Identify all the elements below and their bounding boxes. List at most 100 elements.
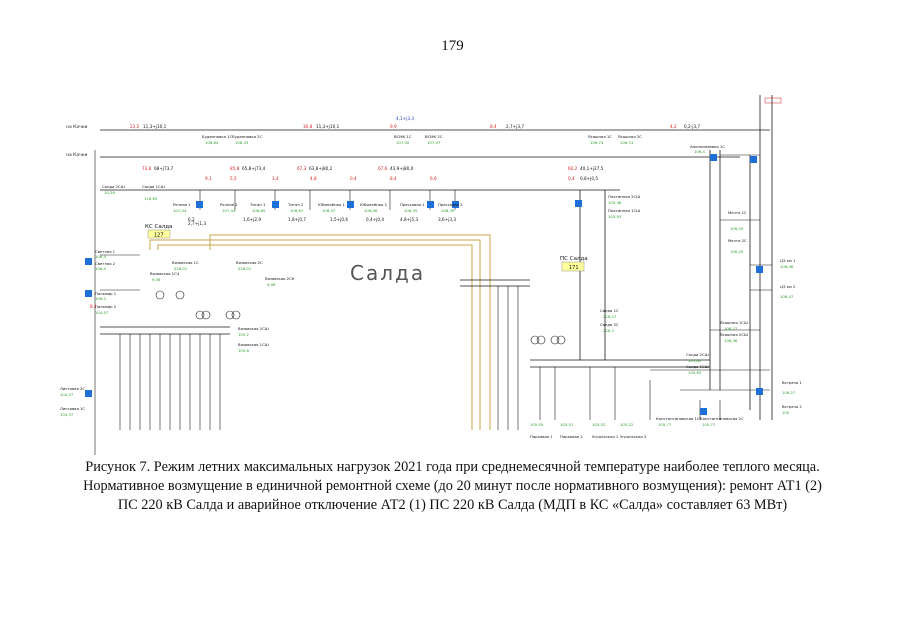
top-lines bbox=[100, 129, 770, 191]
ss-name: Парковая 1 bbox=[530, 434, 553, 439]
flow-a: 73,8 bbox=[142, 166, 152, 171]
flow-b: 43,9+j80,0 bbox=[390, 166, 414, 171]
ss-voltage: 107,00 bbox=[396, 140, 410, 145]
ks-salda-box: КС Салда 127 bbox=[145, 224, 172, 239]
ks-value: 127 bbox=[154, 233, 164, 239]
ss-name: ЦЗ км 1 bbox=[780, 258, 796, 263]
ss-voltage: 226,2 bbox=[603, 328, 614, 333]
ss-name: Встреча 2 bbox=[782, 404, 802, 409]
flow-b: 4,8+j5,3 bbox=[400, 217, 418, 222]
flow-a: 60,2 bbox=[568, 166, 578, 171]
ss-voltage: 106,45 bbox=[730, 226, 744, 231]
ss-voltage: 106,06 bbox=[364, 208, 378, 213]
ss-voltage: 105,2 bbox=[238, 332, 249, 337]
ss-voltage: 106,46 bbox=[780, 264, 794, 269]
ss-name: Аполлинаевка 1С bbox=[690, 144, 725, 149]
ss-voltage: 105,8 bbox=[238, 348, 249, 353]
flow-b: 2,7+j1,3 bbox=[188, 221, 206, 226]
ss-voltage: 106,27 bbox=[724, 326, 738, 331]
flow-b: 11,3+j10,1 bbox=[316, 124, 340, 129]
flow-b: 4,1+j3,3 bbox=[396, 116, 414, 121]
flow-a: 67,6 bbox=[378, 166, 388, 171]
ss-voltage: 104,37 bbox=[60, 412, 74, 417]
ss-voltage: 105,38 bbox=[608, 200, 622, 205]
line-label-top-2: на Качки bbox=[66, 152, 87, 158]
transformer-symbols bbox=[155, 290, 566, 345]
flow-b: 68+j73,7 bbox=[154, 166, 174, 171]
ss-name: Салда 1СШ bbox=[142, 184, 165, 189]
feeders-bottom-left bbox=[94, 150, 221, 455]
right-trunk bbox=[709, 95, 773, 420]
ss-voltage: 106,4 bbox=[95, 296, 106, 301]
ss-name: Буденновка 2С bbox=[232, 134, 263, 139]
ss-voltage: 226,01 bbox=[238, 266, 252, 271]
ss-name: Вязовская 1С bbox=[172, 260, 199, 265]
flow-a: 85,8 bbox=[230, 166, 240, 171]
ss-voltage: 106,45 bbox=[730, 249, 744, 254]
ss-name: ВСМК 1С bbox=[394, 134, 412, 139]
ss-name: Вязовская 2С bbox=[236, 260, 263, 265]
ss-voltage: 105,51 bbox=[560, 422, 574, 427]
flow-a: 8,4 bbox=[490, 124, 497, 129]
ss-voltage: 104,37 bbox=[60, 392, 74, 397]
ss-name: Плотинная 1СШ bbox=[608, 208, 640, 213]
ss-name: Салда 1СШ bbox=[686, 364, 709, 369]
ss-voltage: 106,4 bbox=[694, 149, 705, 154]
ss-voltage: 106,4 bbox=[95, 266, 106, 271]
flow-a: 23,5 bbox=[130, 124, 140, 129]
ss-voltage: 107,07 bbox=[427, 140, 441, 145]
flow-a: 8,4 bbox=[390, 176, 397, 181]
ss-name: Встреча 1 bbox=[782, 380, 802, 385]
ss-name: Салда 2СШ bbox=[102, 184, 125, 189]
ss-name: Юбилейная 2 bbox=[360, 202, 387, 207]
ss-name: Вязовская 2СК bbox=[265, 276, 295, 281]
flow-a: 6,6 bbox=[430, 176, 437, 181]
flow-a: 0,4 bbox=[568, 176, 575, 181]
ss-name: Угрольская 1 bbox=[592, 434, 619, 439]
flow-b: 0,4+j0,4 bbox=[366, 217, 384, 222]
flow-labels: 23,5 11,3+j10,1 30,8 11,3+j10,1 9,9 4,1+… bbox=[90, 116, 700, 309]
flow-a: 30,8 bbox=[303, 124, 313, 129]
ss-voltage: 105,63 bbox=[688, 370, 702, 375]
flow-a: 3,4 bbox=[272, 176, 279, 181]
ss-name: Прессовая 2 bbox=[438, 202, 463, 207]
flow-b: 65,8+j73,4 bbox=[242, 166, 266, 171]
ss-voltage: 106,47 bbox=[322, 208, 336, 213]
ss-name: Вязовская 1С4 bbox=[150, 271, 180, 276]
flow-a: 0,4 bbox=[350, 176, 357, 181]
ss-voltage: 106,74 bbox=[590, 140, 604, 145]
ss-name: Салда 1С bbox=[600, 308, 619, 313]
caption-line-1: Рисунок 7. Режим летних максимальных наг… bbox=[85, 459, 820, 475]
feeders-bottom-middle bbox=[497, 286, 721, 430]
caption-line-3: ПС 220 кВ Салда и аварийное отключение А… bbox=[117, 497, 788, 513]
ss-name: Речная 2 bbox=[220, 202, 238, 207]
ss-name: Буденновка 1С bbox=[202, 134, 233, 139]
ss-name: Вязовская 1СШ bbox=[238, 342, 269, 347]
ss-name: Мечта 2С bbox=[728, 238, 747, 243]
ss-name: ЦЗ км 2 bbox=[780, 284, 796, 289]
page-number: 179 bbox=[441, 38, 464, 54]
ss-name: Константиновская 2С bbox=[700, 416, 744, 421]
ss-name: Листовая 1С bbox=[60, 406, 85, 411]
ps-salda-box: ПС Салда 171 bbox=[560, 256, 588, 272]
ss-name: Юбилейная 1 bbox=[318, 202, 345, 207]
substation-markers bbox=[85, 154, 763, 415]
ss-voltage: 106,35 bbox=[404, 208, 418, 213]
flow-b: 1,5+j0,6 bbox=[330, 217, 348, 222]
caption-line-2: Нормативное возмущение в единичной ремон… bbox=[83, 478, 822, 494]
ss-voltage: 106,36 bbox=[724, 338, 738, 343]
ss-voltage: 105 bbox=[782, 410, 790, 415]
ss-name: Прессовая 1 bbox=[400, 202, 425, 207]
ss-voltage: 108,43 bbox=[235, 140, 249, 145]
ss-voltage: 226,27 bbox=[603, 314, 617, 319]
ss-voltage: 106,87 bbox=[290, 208, 304, 213]
ss-name: Салда 2СШ bbox=[686, 352, 709, 357]
ss-name: Парковая 2 bbox=[560, 434, 583, 439]
flow-b: 0,8+j0,5 bbox=[580, 176, 598, 181]
ss-name: Пальмир 1 bbox=[95, 291, 117, 296]
hv-220-lines bbox=[149, 234, 491, 430]
flow-b: 2,7+j3,7 bbox=[506, 124, 524, 129]
flow-b: 40,1+j27,5 bbox=[580, 166, 604, 171]
ss-voltage: 104,57 bbox=[95, 310, 109, 315]
figure-caption: Рисунок 7. Режим летних максимальных наг… bbox=[40, 458, 865, 515]
